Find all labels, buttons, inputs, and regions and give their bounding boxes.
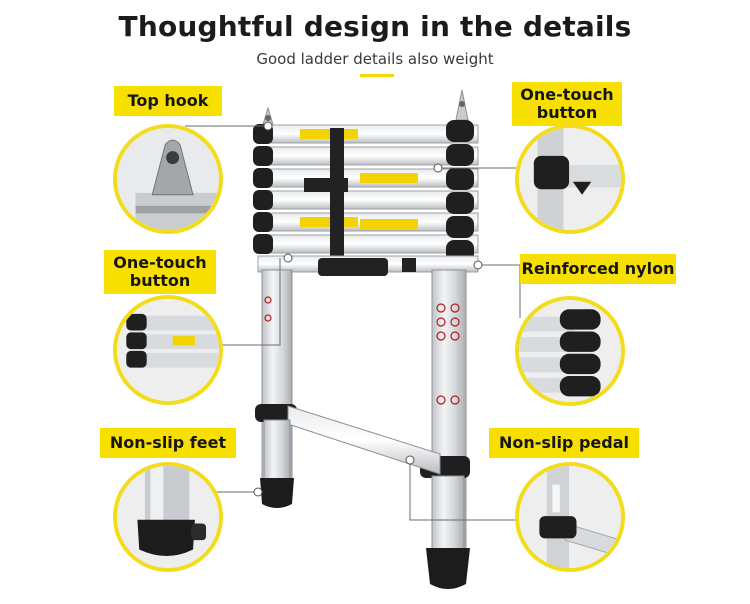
label-non-slip-pedal: Non-slip pedal	[489, 428, 639, 458]
nylon-caps-right	[446, 120, 474, 262]
detail-non-slip-feet-photo	[113, 462, 223, 572]
subtitle-underline	[360, 74, 394, 77]
collapsed-rungs	[257, 124, 479, 254]
detail-top-hook-photo	[113, 124, 223, 234]
detail-one-touch-button-left-photo	[113, 295, 223, 405]
detail-reinforced-nylon-photo	[515, 296, 625, 406]
release-lock	[402, 258, 416, 272]
label-one-touch-button-right: One-touch button	[512, 82, 622, 126]
left-lower-rail	[263, 419, 291, 481]
pedal-rung	[287, 405, 441, 475]
detail-one-touch-button-right-photo	[515, 124, 625, 234]
rail-safety-stickers	[264, 296, 460, 405]
right-foot	[426, 548, 470, 589]
release-handle	[318, 258, 388, 276]
page-subtitle: Good ladder details also weight	[256, 50, 494, 68]
detail-non-slip-pedal-photo	[515, 462, 625, 572]
label-reinforced-nylon: Reinforced nylon	[520, 254, 676, 284]
left-foot	[260, 478, 294, 508]
callout-markers	[253, 121, 483, 497]
label-non-slip-feet: Non-slip feet	[100, 428, 236, 458]
page-title: Thoughtful design in the details	[118, 10, 632, 43]
right-lower-rail	[431, 475, 465, 557]
label-top-hook: Top hook	[114, 86, 222, 116]
top-hook-right	[455, 89, 469, 121]
label-one-touch-button-left: One-touch button	[104, 250, 216, 294]
velcro-strap	[304, 128, 348, 258]
left-collar	[255, 404, 297, 422]
